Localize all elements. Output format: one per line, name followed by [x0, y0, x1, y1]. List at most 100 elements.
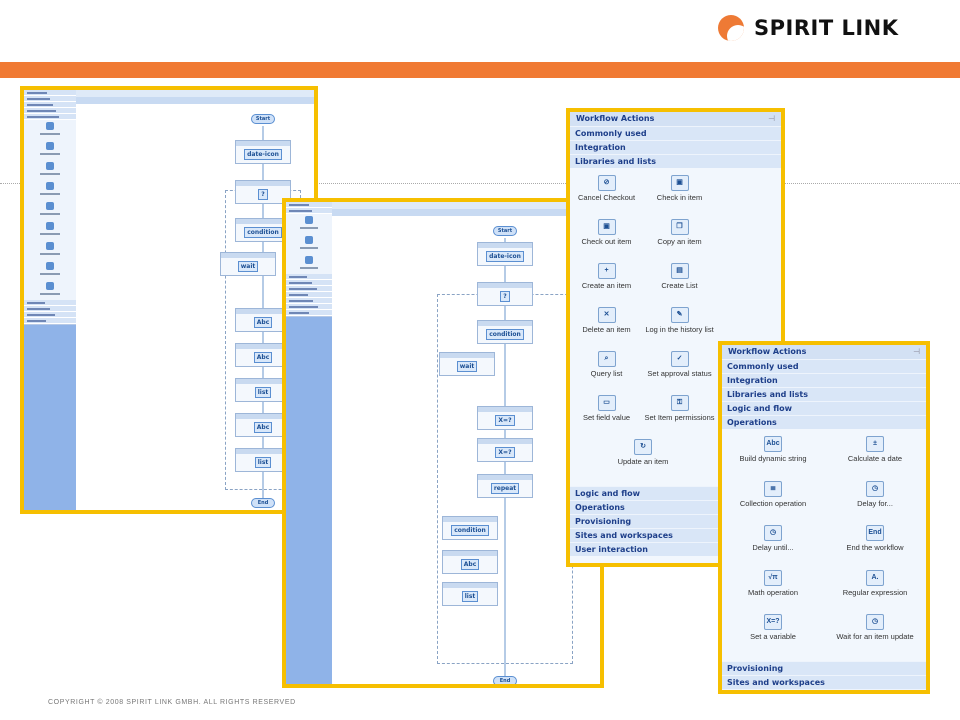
workflow-step[interactable]: wait — [220, 252, 276, 276]
workflow-step[interactable]: condition — [477, 320, 533, 344]
cancel-checkout-icon: ⊘ — [597, 175, 616, 191]
action-item[interactable]: ✎Log in the history list — [643, 307, 716, 351]
end-node[interactable]: End — [251, 498, 275, 508]
action-item[interactable]: ◷Delay until... — [722, 525, 824, 570]
workflow-step[interactable]: list — [442, 582, 498, 606]
workflow-step[interactable]: ? — [477, 282, 533, 306]
category-row[interactable] — [286, 208, 332, 214]
category-libraries-and-lists[interactable]: Libraries and lists — [722, 387, 926, 401]
action-item[interactable]: A.Regular expression — [824, 569, 926, 615]
category-row[interactable] — [286, 292, 332, 298]
workflow-step[interactable]: date-icon — [235, 140, 291, 164]
action-item[interactable] — [24, 120, 76, 140]
action-item[interactable] — [24, 180, 76, 200]
category-row[interactable] — [286, 280, 332, 286]
action-item[interactable] — [24, 160, 76, 180]
action-item[interactable]: ⊘Cancel Checkout — [570, 175, 643, 219]
action-item[interactable]: ▭Set field value — [570, 395, 643, 439]
action-label: Create List — [661, 281, 698, 290]
action-item[interactable]: ▣Check in item — [643, 175, 716, 219]
action-item[interactable]: ✓Set approval status — [643, 351, 716, 395]
category-row[interactable] — [24, 318, 76, 324]
action-item[interactable] — [24, 200, 76, 220]
workflow-step[interactable]: list — [235, 378, 291, 402]
start-node[interactable]: Start — [251, 114, 275, 124]
category-provisioning[interactable]: Provisioning — [722, 661, 926, 675]
action-item[interactable]: ▤Create List — [643, 263, 716, 307]
category-row[interactable] — [286, 298, 332, 304]
category-row[interactable] — [24, 300, 76, 306]
action-item[interactable]: ◷Delay for... — [824, 480, 926, 526]
action-item[interactable] — [24, 240, 76, 260]
toolbar[interactable] — [76, 97, 314, 104]
workflow-step[interactable]: condition — [235, 218, 291, 242]
category-row[interactable] — [24, 90, 76, 96]
action-item[interactable] — [286, 214, 332, 234]
category-user-interaction[interactable]: User interaction — [722, 689, 926, 690]
category-row[interactable] — [286, 274, 332, 280]
category-row[interactable] — [24, 102, 76, 108]
step-icon: list — [461, 591, 479, 602]
action-item[interactable] — [24, 140, 76, 160]
action-item[interactable] — [286, 234, 332, 254]
category-row[interactable] — [24, 114, 76, 120]
category-row[interactable] — [286, 202, 332, 208]
category-row[interactable] — [24, 306, 76, 312]
category-commonly-used[interactable]: Commonly used — [722, 359, 926, 373]
category-row[interactable] — [286, 304, 332, 310]
category-row[interactable] — [286, 286, 332, 292]
category-logic-and-flow[interactable]: Logic and flow — [722, 401, 926, 415]
workflow-step[interactable]: ? — [235, 180, 291, 204]
workflow-step[interactable]: X=? — [477, 438, 533, 462]
workflow-step[interactable]: Abc — [235, 343, 291, 367]
pin-icon[interactable]: ⊣ — [768, 114, 775, 123]
step-icon: list — [254, 387, 272, 398]
category-row[interactable] — [286, 310, 332, 316]
start-node[interactable]: Start — [493, 226, 517, 236]
action-item[interactable] — [24, 260, 76, 280]
category-row[interactable] — [24, 108, 76, 114]
category-integration[interactable]: Integration — [722, 373, 926, 387]
action-item[interactable]: ⌕Query list — [570, 351, 643, 395]
query-icon: ⌕ — [597, 351, 616, 367]
action-item[interactable] — [286, 254, 332, 274]
action-item[interactable]: ❐Copy an item — [643, 219, 716, 263]
pin-icon[interactable]: ⊣ — [913, 347, 920, 356]
workflow-step[interactable]: date-icon — [477, 242, 533, 266]
category-commonly-used[interactable]: Commonly used — [570, 126, 781, 140]
action-item[interactable]: ±Calculate a date — [824, 436, 926, 481]
action-item[interactable]: ◷Wait for an item update — [824, 614, 926, 659]
action-item[interactable]: ✕Delete an item — [570, 307, 643, 351]
category-row[interactable] — [24, 312, 76, 318]
action-item[interactable]: +Create an item — [570, 263, 643, 307]
category-libraries-and-lists[interactable]: Libraries and lists — [570, 154, 781, 168]
workflow-step[interactable]: X=? — [477, 406, 533, 430]
end-node[interactable]: End — [493, 676, 517, 684]
action-label: Wait for an item update — [836, 632, 914, 641]
category-row[interactable] — [24, 96, 76, 102]
category-operations[interactable]: Operations — [722, 415, 926, 429]
category-sites-and-workspaces[interactable]: Sites and workspaces — [722, 675, 926, 689]
workflow-step[interactable]: condition — [442, 516, 498, 540]
workflow-step[interactable]: Abc — [442, 550, 498, 574]
action-item[interactable] — [24, 280, 76, 300]
abc-icon: Abc — [764, 436, 782, 452]
actions-panel — [24, 90, 76, 325]
action-item[interactable]: ≣Collection operation — [722, 480, 824, 526]
action-item[interactable]: ⚿Set Item permissions — [643, 395, 716, 439]
workflow-step[interactable]: list — [235, 448, 291, 472]
toolbar[interactable] — [332, 209, 600, 216]
check-in-icon: ▣ — [670, 175, 689, 191]
action-item[interactable]: X=?Set a variable — [722, 614, 824, 659]
action-item[interactable]: ▣Check out item — [570, 219, 643, 263]
category-integration[interactable]: Integration — [570, 140, 781, 154]
workflow-step[interactable]: Abc — [235, 413, 291, 437]
action-item[interactable]: ↻Update an item — [570, 439, 716, 483]
action-item[interactable] — [24, 220, 76, 240]
action-label: Delay until... — [752, 543, 794, 552]
workflow-step[interactable]: repeat — [477, 474, 533, 498]
workflow-step[interactable]: wait — [439, 352, 495, 376]
